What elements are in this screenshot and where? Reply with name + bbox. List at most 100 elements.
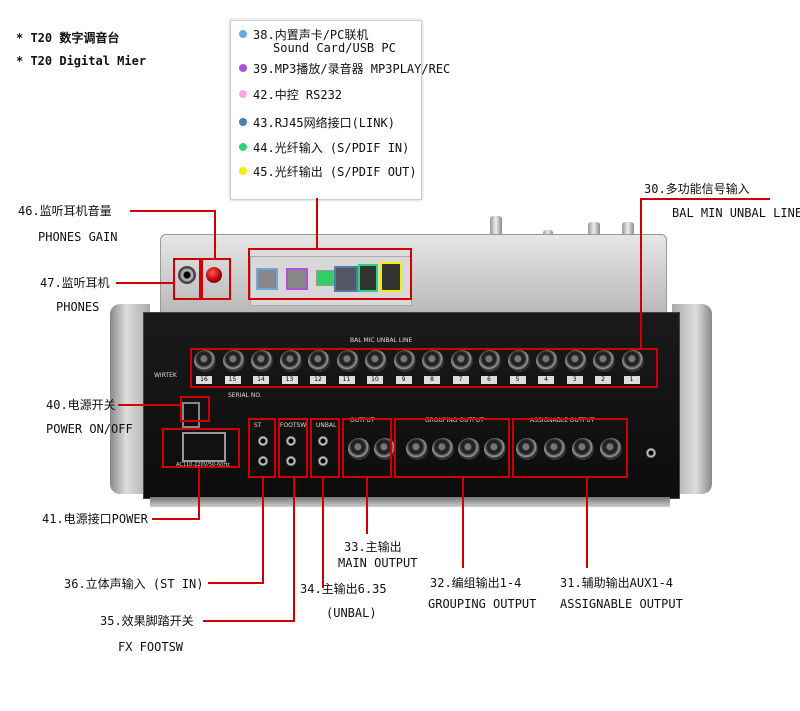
highlight-phones: [173, 258, 201, 300]
callout-32-en: GROUPING OUTPUT: [428, 597, 537, 611]
legend-dot-43: [239, 118, 247, 126]
legend-num: 39.: [253, 62, 275, 76]
leader-36-v: [262, 478, 264, 584]
spdif-out-port: [380, 262, 402, 292]
power-rating-label: AC110-220V/50-60Hz: [176, 462, 230, 468]
title-cn: * T20 数字调音台: [16, 31, 120, 45]
input-number-label: 16: [196, 376, 212, 384]
leader-35-h: [203, 620, 295, 622]
highlight-assignable: [512, 418, 628, 478]
footsw-label: FOOTSW: [280, 422, 307, 429]
input-xlr-6: [479, 350, 501, 372]
input-number-label: 10: [367, 376, 383, 384]
input-xlr-11: [336, 350, 359, 372]
legend-item-42: 42.中控 RS232: [239, 89, 342, 102]
footsw-jack-1: [286, 436, 296, 446]
input-xlr-1: [621, 350, 644, 372]
input-number-label: 8: [424, 376, 440, 384]
callout-34-en: (UNBAL): [326, 606, 377, 620]
callout-41-cn: 41.电源接口POWER: [42, 512, 148, 526]
leader-33-v: [366, 478, 368, 534]
main-out-xlr-l: [348, 438, 370, 460]
st-jack-r: [258, 456, 268, 466]
usb-pc-port: [256, 268, 278, 290]
callout-32-cn: 32.编组输出1-4: [430, 576, 522, 590]
legend-num: 44.: [253, 141, 275, 155]
legend-label: 内置声卡/PC联机: [274, 28, 369, 42]
serial-label: SERIAL NO.: [228, 392, 262, 399]
input-number-label: 7: [452, 376, 469, 384]
callout-46-en: PHONES GAIN: [38, 230, 118, 244]
callout-30-en: BAL MIN UNBAL LINE: [672, 206, 800, 220]
leader-40: [118, 404, 180, 406]
st-jack-l: [258, 436, 268, 446]
input-number-label: 2: [595, 376, 611, 384]
input-xlr-8: [422, 350, 444, 372]
legend-dot-38: [239, 30, 247, 38]
legend-dot-39: [239, 64, 247, 72]
group-out-xlr-4: [406, 438, 428, 460]
callout-30-cn: 30.多功能信号输入: [644, 182, 750, 196]
rj45-port: [334, 266, 358, 292]
main-output-label: OUTPUT: [350, 417, 375, 424]
leader-legend: [316, 198, 318, 248]
legend-label: MP3播放/录音器 MP3PLAY/REC: [274, 62, 451, 76]
unbal-label: UNBAL: [316, 422, 337, 429]
unbal-jack-l: [318, 436, 328, 446]
phones-gain-knob: [206, 267, 222, 283]
callout-31-en: ASSIGNABLE OUTPUT: [560, 597, 683, 611]
leader-32-v: [462, 478, 464, 568]
callout-33-cn: 33.主输出: [344, 540, 402, 554]
legend-num: 45.: [253, 165, 275, 179]
legend-dot-44: [239, 143, 247, 151]
callout-35-cn: 35.效果脚踏开关: [100, 614, 194, 628]
input-number-label: 13: [281, 376, 298, 384]
rs232-port: [316, 270, 334, 286]
legend-label: 中控 RS232: [274, 88, 343, 102]
aux-out-xlr-4: [516, 438, 538, 460]
callout-47-cn: 47.监听耳机: [40, 276, 110, 290]
group-out-xlr-2: [458, 438, 480, 460]
legend-label: 光纤输入 (S/PDIF IN): [274, 141, 410, 155]
unbal-jack-r: [318, 456, 328, 466]
input-number-label: 14: [253, 376, 269, 384]
legend-num: 42.: [253, 88, 275, 102]
group-out-xlr-3: [432, 438, 454, 460]
legend-label: RJ45网络接口(LINK): [274, 116, 395, 130]
legend-label-38-en: Sound Card/USB PC: [273, 41, 396, 55]
input-xlr-16: [194, 350, 216, 372]
callout-47-en: PHONES: [56, 300, 100, 314]
legend-dot-45: [239, 167, 247, 175]
input-number-label: 1: [623, 376, 640, 384]
grouping-output-label: GROUPING OUTPUT: [425, 417, 484, 424]
leader-47: [116, 282, 173, 284]
highlight-inputs: [190, 348, 658, 388]
power-inlet: [182, 432, 226, 462]
highlight-phones-gain: [201, 258, 231, 300]
highlight-power-switch: [180, 396, 210, 422]
callout-35-en: FX FOOTSW: [118, 640, 184, 654]
legend-label: 光纤输出 (S/PDIF OUT): [274, 165, 417, 179]
input-xlr-5: [507, 350, 530, 372]
input-number-label: 9: [395, 376, 412, 384]
leader-41-v: [198, 468, 200, 520]
leader-41-h: [152, 518, 200, 520]
leader-30-v: [640, 198, 642, 348]
phones-jack: [178, 266, 196, 284]
input-number-label: 12: [310, 376, 326, 384]
legend-item-44: 44.光纤输入 (S/PDIF IN): [239, 142, 409, 155]
polarity-jack: [646, 448, 656, 458]
title-en: * T20 Digital Mier: [16, 54, 147, 68]
legend-item-38: 38.内置声卡/PC联机: [239, 29, 368, 42]
input-xlr-3: [564, 350, 587, 372]
leader-30-h: [640, 198, 770, 200]
input-xlr-14: [251, 350, 273, 372]
input-xlr-7: [450, 350, 473, 372]
callout-46-cn: 46.监听耳机音量: [18, 204, 112, 218]
callout-34-cn: 34.主输出6.35: [300, 582, 387, 596]
input-xlr-2: [593, 350, 615, 372]
input-number-label: 5: [509, 376, 526, 384]
spdif-in-port: [358, 264, 378, 292]
highlight-grouping: [394, 418, 510, 478]
